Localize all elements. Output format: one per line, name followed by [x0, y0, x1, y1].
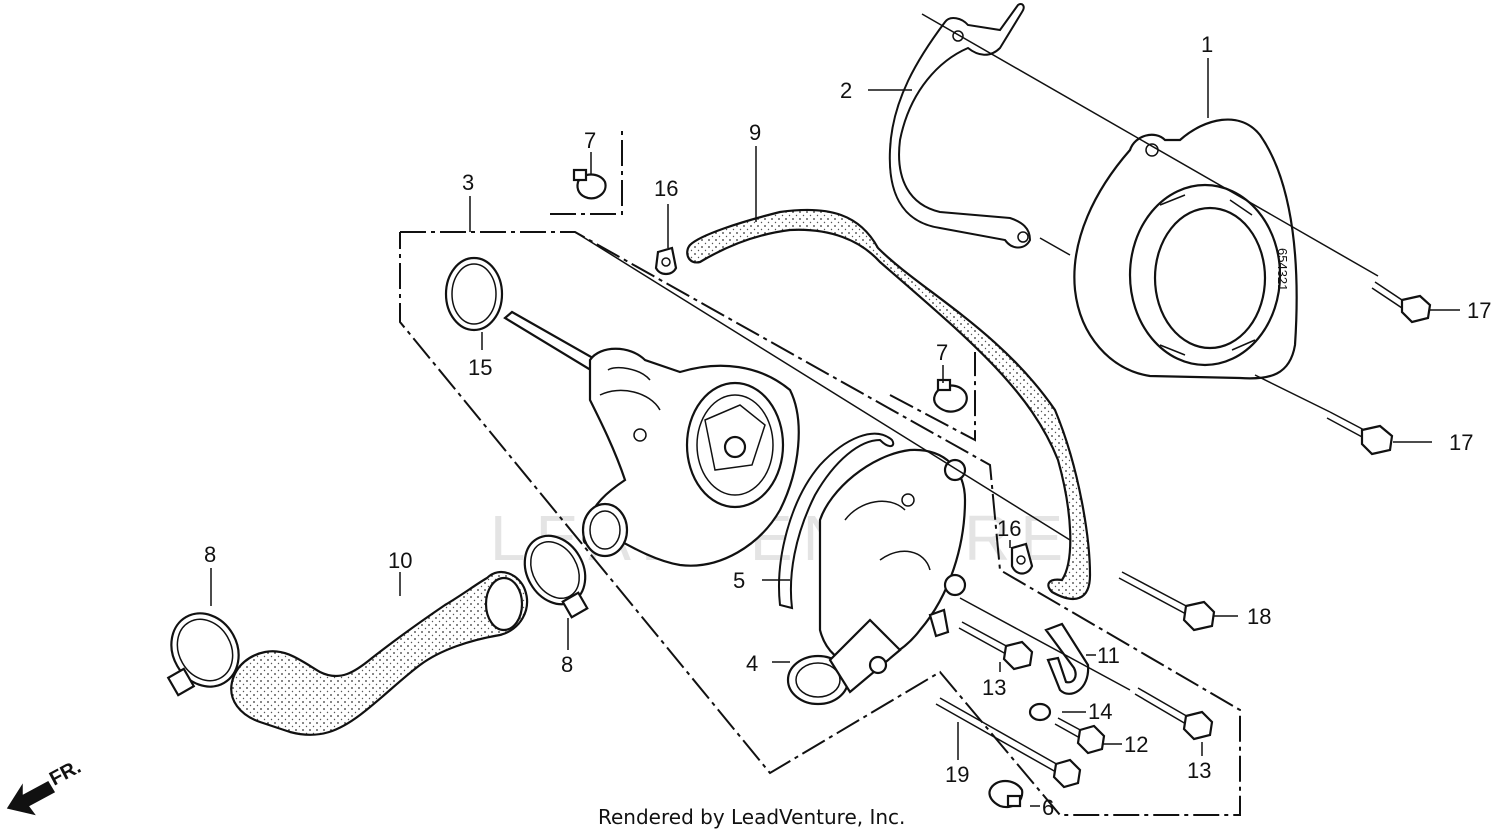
hose-clip-11 — [1044, 622, 1090, 695]
gasket-hole-top — [952, 30, 964, 42]
callout-19: 19 — [945, 762, 969, 787]
assembly-boundary — [399, 231, 1241, 816]
callout-2: 2 — [840, 78, 852, 103]
callout-16-lower: 16 — [997, 516, 1021, 541]
callout-12: 12 — [1124, 732, 1148, 757]
callout-7-upper: 7 — [584, 128, 596, 153]
bolt-12 — [1054, 717, 1106, 755]
pump-gasket-5 — [778, 432, 895, 610]
clamp-8-right — [523, 534, 589, 619]
bolt-19 — [935, 697, 1082, 789]
footer-credit: Rendered by LeadVenture, Inc. — [598, 805, 905, 829]
bolt-13-left — [958, 621, 1034, 671]
gasket-bracket-2 — [888, 2, 1032, 249]
clamp-7-lower — [933, 378, 968, 413]
cover-center-face — [1153, 206, 1267, 350]
clamp-8-left — [166, 612, 240, 697]
bypass-hose-9 — [686, 208, 1092, 601]
radiator-hose-10 — [230, 571, 529, 736]
callout-17-upper: 17 — [1467, 298, 1491, 323]
callout-16-upper: 16 — [654, 176, 678, 201]
callout-6: 6 — [1042, 795, 1054, 820]
pump-housing-4 — [786, 448, 967, 706]
bolt-18 — [1118, 571, 1216, 632]
direction-label: FR. — [46, 756, 85, 791]
callout-18: 18 — [1247, 604, 1271, 629]
washer-14 — [1028, 702, 1052, 722]
callouts: 1 2 3 4 5 6 7 7 8 8 9 10 11 12 13 13 14 … — [204, 32, 1491, 820]
clip-16-upper — [654, 246, 678, 276]
bolt-17-lower — [1326, 411, 1394, 456]
callout-13-right: 13 — [1187, 758, 1211, 783]
callout-8-right: 8 — [561, 652, 573, 677]
clamp-7-boundary — [550, 128, 623, 215]
bolt-13-right — [1134, 687, 1214, 741]
clamp-6 — [988, 779, 1024, 809]
cover-markings: 654321 — [1275, 248, 1290, 291]
gasket-hole-bottom — [1017, 231, 1029, 243]
callout-9: 9 — [749, 120, 761, 145]
callout-11: 11 — [1097, 643, 1120, 668]
callout-7-lower: 7 — [936, 340, 948, 365]
callout-4: 4 — [746, 651, 758, 676]
callout-13-left: 13 — [982, 675, 1006, 700]
callout-14: 14 — [1088, 699, 1112, 724]
callout-5: 5 — [733, 568, 745, 593]
water-pump-3 — [503, 310, 800, 567]
callout-3: 3 — [462, 170, 474, 195]
o-ring-15 — [444, 256, 504, 332]
bolt-17-upper — [1371, 281, 1432, 324]
callout-17-lower: 17 — [1449, 430, 1473, 455]
callout-15: 15 — [468, 355, 492, 380]
callout-1: 1 — [1201, 32, 1213, 57]
hose-clamp-boundary — [889, 352, 976, 442]
o-ring-15-inner — [451, 263, 497, 325]
cover-ribs — [1159, 194, 1256, 356]
clip-16-lower — [1010, 542, 1034, 575]
callout-8-left: 8 — [204, 542, 216, 567]
hose-10-end — [484, 576, 524, 632]
front-direction-arrow: FR. — [6, 756, 85, 816]
clamp-7-upper — [572, 168, 607, 200]
leader-lines — [210, 13, 1460, 807]
arrow-icon — [6, 781, 56, 816]
callout-10: 10 — [388, 548, 412, 573]
